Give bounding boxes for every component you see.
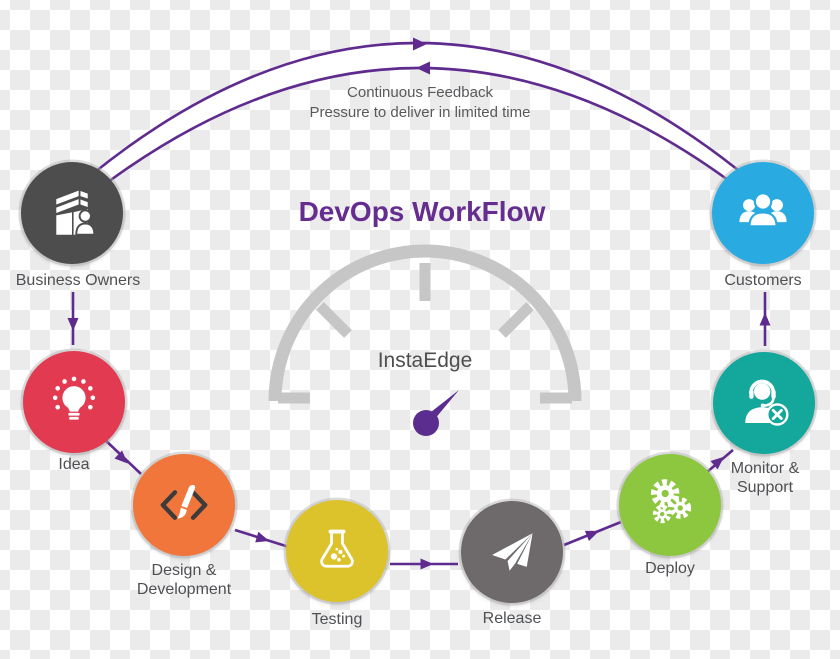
- gauge-brand-label: InstaEdge: [377, 349, 473, 372]
- node-label-idea: Idea: [0, 455, 154, 474]
- arrow-release-deploy: [563, 520, 622, 547]
- node-label-testing: Testing: [257, 610, 417, 629]
- label-line: Design &: [151, 562, 217, 579]
- label-line: Monitor &: [730, 460, 800, 477]
- node-customers: [712, 162, 814, 264]
- gears-icon: [650, 479, 692, 524]
- lightbulb-icon: [52, 376, 96, 420]
- code-brush-icon: [160, 484, 208, 520]
- node-deploy: [619, 454, 721, 556]
- node-label-business-owners: Business Owners: [0, 271, 158, 290]
- paper-plane-icon: [492, 533, 533, 571]
- node-monitor-support: [713, 352, 815, 454]
- node-label-monitor-support: Monitor & Support: [685, 459, 840, 497]
- feedback-caption: Continuous Feedback Pressure to deliver …: [215, 83, 625, 123]
- node-label-deploy: Deploy: [590, 559, 750, 578]
- feedback-caption-line2: Pressure to deliver in limited time: [309, 104, 531, 121]
- label-line: Release: [482, 610, 542, 627]
- feedback-arrowhead-left-icon: [416, 61, 430, 75]
- node-business-owners: [21, 162, 123, 264]
- page-title: DevOps WorkFlow: [298, 196, 546, 227]
- arrow-design-testing: [234, 528, 290, 549]
- node-release: [461, 501, 563, 603]
- gauge-dial: [268, 244, 582, 404]
- node-idea: [23, 351, 125, 453]
- node-design-development: [133, 454, 235, 556]
- label-line: Testing: [311, 611, 363, 628]
- label-line: Customers: [724, 272, 802, 289]
- gauge-ticks: [278, 263, 572, 404]
- label-line: Business Owners: [15, 272, 141, 289]
- gauge-needle: [413, 390, 459, 436]
- flask-icon: [320, 529, 354, 568]
- support-agent-icon: [745, 379, 789, 426]
- building-owner-icon: [56, 190, 96, 236]
- node-testing: [286, 500, 388, 602]
- label-line: Deploy: [645, 560, 695, 577]
- label-line: Idea: [58, 456, 90, 473]
- customers-group-icon: [739, 192, 787, 228]
- node-label-design-development: Design & Development: [104, 561, 264, 599]
- feedback-arrowhead-right-icon: [413, 37, 427, 51]
- feedback-caption-line1: Continuous Feedback: [347, 84, 493, 101]
- node-label-customers: Customers: [683, 271, 840, 290]
- label-line: Development: [136, 581, 232, 598]
- label-line: Support: [736, 479, 794, 496]
- node-label-release: Release: [432, 609, 592, 628]
